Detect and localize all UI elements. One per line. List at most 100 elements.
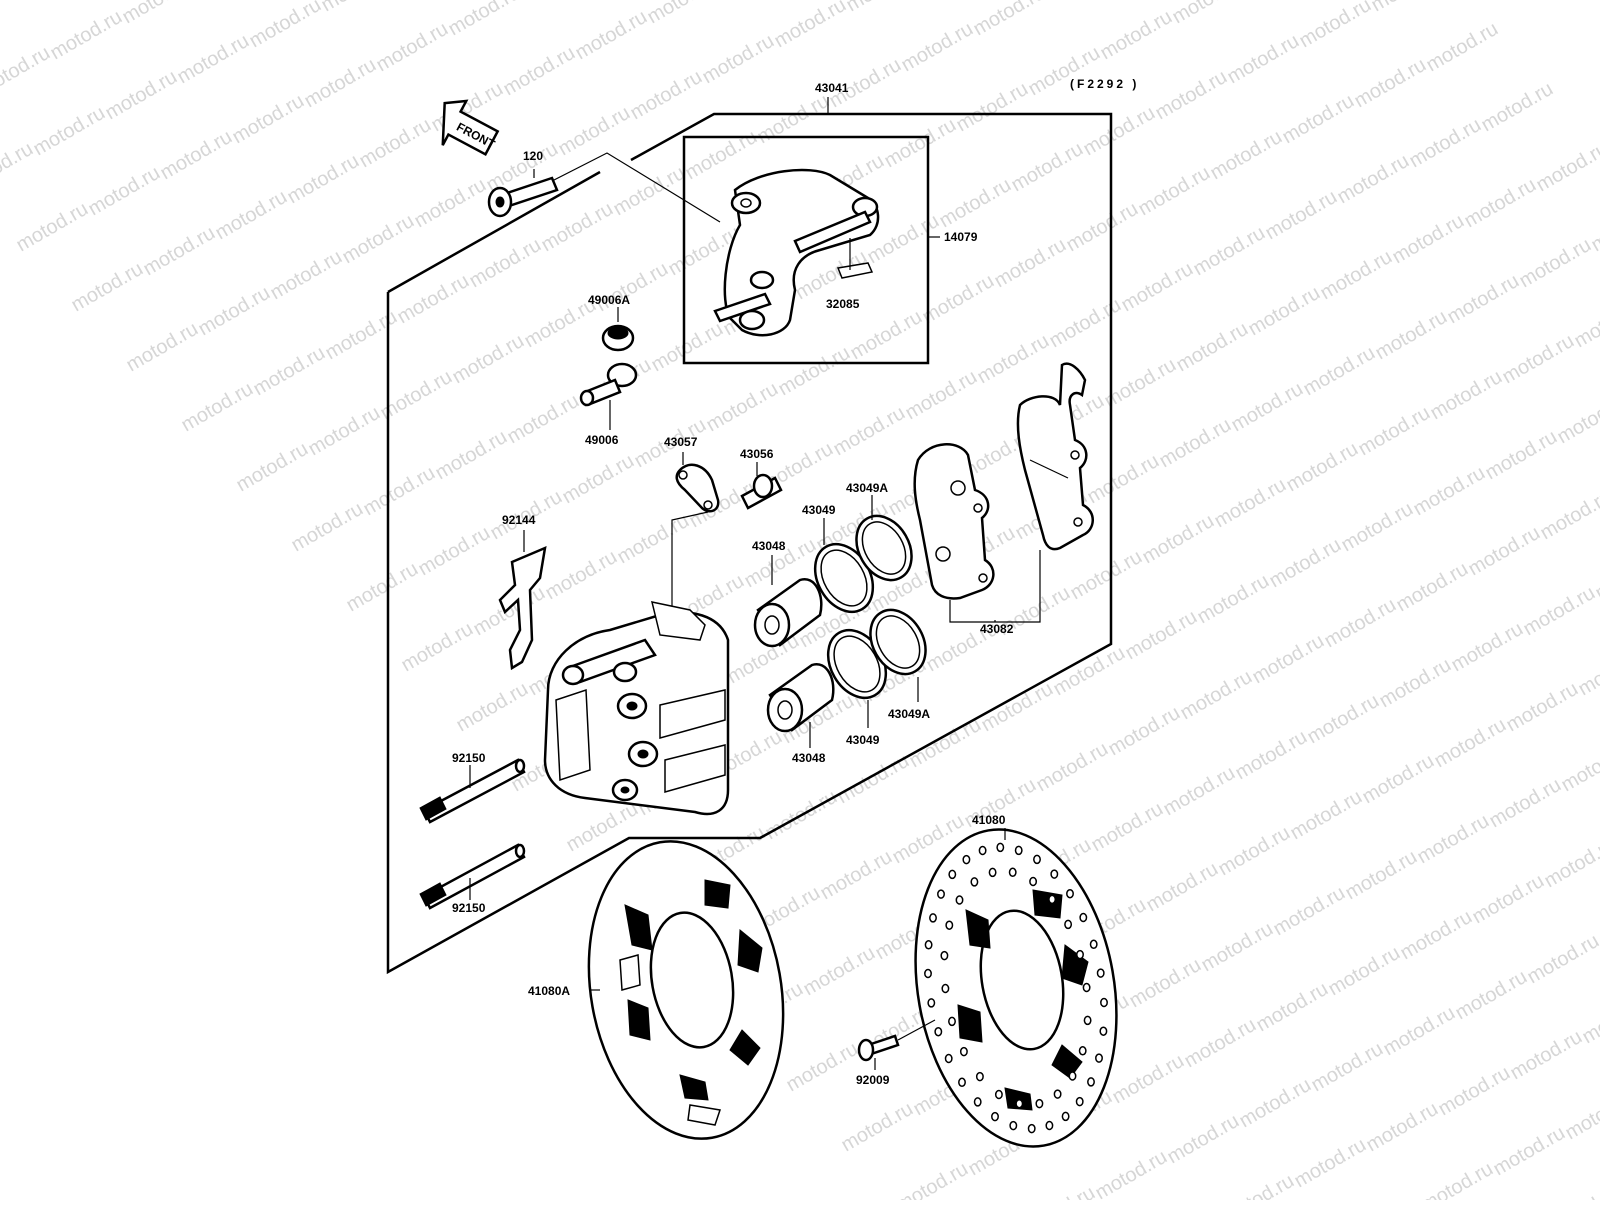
drill-hole xyxy=(1080,1047,1086,1055)
label-43048-top: 43048 xyxy=(752,539,786,553)
watermark-text: motod.ru xyxy=(1270,882,1349,941)
watermark-text: motod.ru xyxy=(1215,822,1294,881)
watermark-text: motod.ru xyxy=(1444,270,1523,329)
drill-hole xyxy=(1067,890,1073,898)
watermark-text: motod.ru xyxy=(246,0,325,52)
watermark-text: motod.ru xyxy=(1279,90,1358,149)
watermark-text: motod.ru xyxy=(1283,438,1362,497)
watermark-text: motod.ru xyxy=(445,0,524,40)
watermark-text: motod.ru xyxy=(1173,318,1252,377)
drill-hole xyxy=(1101,999,1107,1007)
drill-hole xyxy=(946,1055,952,1063)
drill-hole xyxy=(963,856,969,864)
drill-hole xyxy=(1091,940,1097,948)
watermark-text: motod.ru xyxy=(1194,570,1273,629)
watermark-text: motod.ru xyxy=(1042,0,1121,4)
label-43057: 43057 xyxy=(664,435,698,449)
watermark-text: motod.ru xyxy=(1503,678,1582,737)
watermark-text: motod.ru xyxy=(834,750,913,809)
watermark-text: motod.ru xyxy=(830,402,909,461)
watermark-text: motod.ru xyxy=(1435,1062,1514,1121)
watermark-text: motod.ru xyxy=(1469,870,1548,929)
drill-hole xyxy=(1069,1072,1075,1080)
watermark-text: motod.ru xyxy=(1524,930,1600,989)
drill-hole xyxy=(949,1017,955,1025)
watermark-text: motod.ru xyxy=(1177,666,1256,725)
drill-hole xyxy=(938,890,944,898)
label-92009: 92009 xyxy=(856,1073,890,1087)
watermark-text: motod.ru xyxy=(593,258,672,317)
watermark-text: motod.ru xyxy=(1088,798,1167,857)
watermark-text: motod.ru xyxy=(1092,1146,1171,1200)
watermark-text: motod.ru xyxy=(1097,6,1176,65)
watermark-text: motod.ru xyxy=(1342,846,1421,905)
watermark-text: motod.ru xyxy=(1520,582,1599,641)
watermark-text: motod.ru xyxy=(305,402,384,461)
watermark-text: motod.ru xyxy=(1359,750,1438,809)
watermark-text: motod.ru xyxy=(85,162,164,221)
watermark-text: motod.ru xyxy=(800,942,879,1001)
drill-hole xyxy=(959,1078,965,1086)
watermark-text: motod.ru xyxy=(1118,258,1197,317)
watermark-text: motod.ru xyxy=(339,210,418,269)
drill-hole xyxy=(928,999,934,1007)
watermark-text: motod.ru xyxy=(1537,486,1600,545)
drill-hole xyxy=(1084,1016,1090,1024)
watermark-text: motod.ru xyxy=(627,66,706,125)
watermark-text: motod.ru xyxy=(1198,918,1277,977)
watermark-text: motod.ru xyxy=(1533,138,1600,197)
drill-hole xyxy=(1077,951,1083,959)
drill-hole xyxy=(1016,1100,1022,1108)
watermark-text: motod.ru xyxy=(1338,498,1417,557)
watermark-text: motod.ru xyxy=(817,846,896,905)
drill-hole xyxy=(1010,868,1016,876)
drill-hole xyxy=(975,1098,981,1106)
watermark-text: motod.ru xyxy=(1490,1122,1569,1181)
label-92150-top: 92150 xyxy=(452,751,486,765)
watermark-text: motod.ru xyxy=(1465,522,1544,581)
label-43049A-bottom: 43049A xyxy=(888,707,930,721)
watermark-text: motod.ru xyxy=(542,546,621,605)
watermark-text: motod.ru xyxy=(1291,1134,1370,1193)
watermark-text: motod.ru xyxy=(893,1158,972,1200)
watermark-text: motod.ru xyxy=(1084,450,1163,509)
watermark-text: motod.ru xyxy=(411,174,490,233)
drill-hole xyxy=(992,1113,998,1121)
watermark-text: motod.ru xyxy=(1300,342,1379,401)
label-120: 120 xyxy=(523,149,543,163)
label-43048-bottom: 43048 xyxy=(792,751,826,765)
watermark-text: motod.ru xyxy=(555,102,634,161)
watermark-text: motod.ru xyxy=(398,618,477,677)
drill-hole xyxy=(942,985,948,993)
drill-hole xyxy=(930,914,936,922)
watermark-text: motod.ru xyxy=(301,54,380,113)
watermark-text: motod.ru xyxy=(1461,174,1540,233)
watermark-text: motod.ru xyxy=(644,0,723,28)
watermark-text: motod.ru xyxy=(906,714,985,773)
drill-hole xyxy=(941,952,947,960)
watermark-text: motod.ru xyxy=(30,102,109,161)
watermark-text: motod.ru xyxy=(1448,618,1527,677)
watermark-text: motod.ru xyxy=(504,390,583,449)
drill-hole xyxy=(1030,878,1036,886)
watermark-text: motod.ru xyxy=(1287,786,1366,845)
watermark-text: motod.ru xyxy=(1355,402,1434,461)
watermark-text: motod.ru xyxy=(538,198,617,257)
drill-hole xyxy=(979,847,985,855)
watermark-text: motod.ru xyxy=(1122,606,1201,665)
watermark-text: motod.ru xyxy=(1080,102,1159,161)
watermark-text: motod.ru xyxy=(1397,906,1476,965)
label-92144: 92144 xyxy=(502,513,536,527)
watermark-text: motod.ru xyxy=(1033,738,1112,797)
watermark-text: motod.ru xyxy=(449,330,528,389)
label-43049-top: 43049 xyxy=(802,503,836,517)
watermark-text: motod.ru xyxy=(1135,162,1214,221)
watermark-text: motod.ru xyxy=(1418,1158,1497,1200)
drill-hole xyxy=(1029,1125,1035,1133)
watermark-text: motod.ru xyxy=(898,18,977,77)
watermark-text: motod.ru xyxy=(1499,330,1578,389)
watermark-text: motod.ru xyxy=(1304,690,1383,749)
watermark-text: motod.ru xyxy=(1296,0,1375,52)
watermark-text: motod.ru xyxy=(1143,858,1222,917)
watermark-text: motod.ru xyxy=(1478,78,1557,137)
